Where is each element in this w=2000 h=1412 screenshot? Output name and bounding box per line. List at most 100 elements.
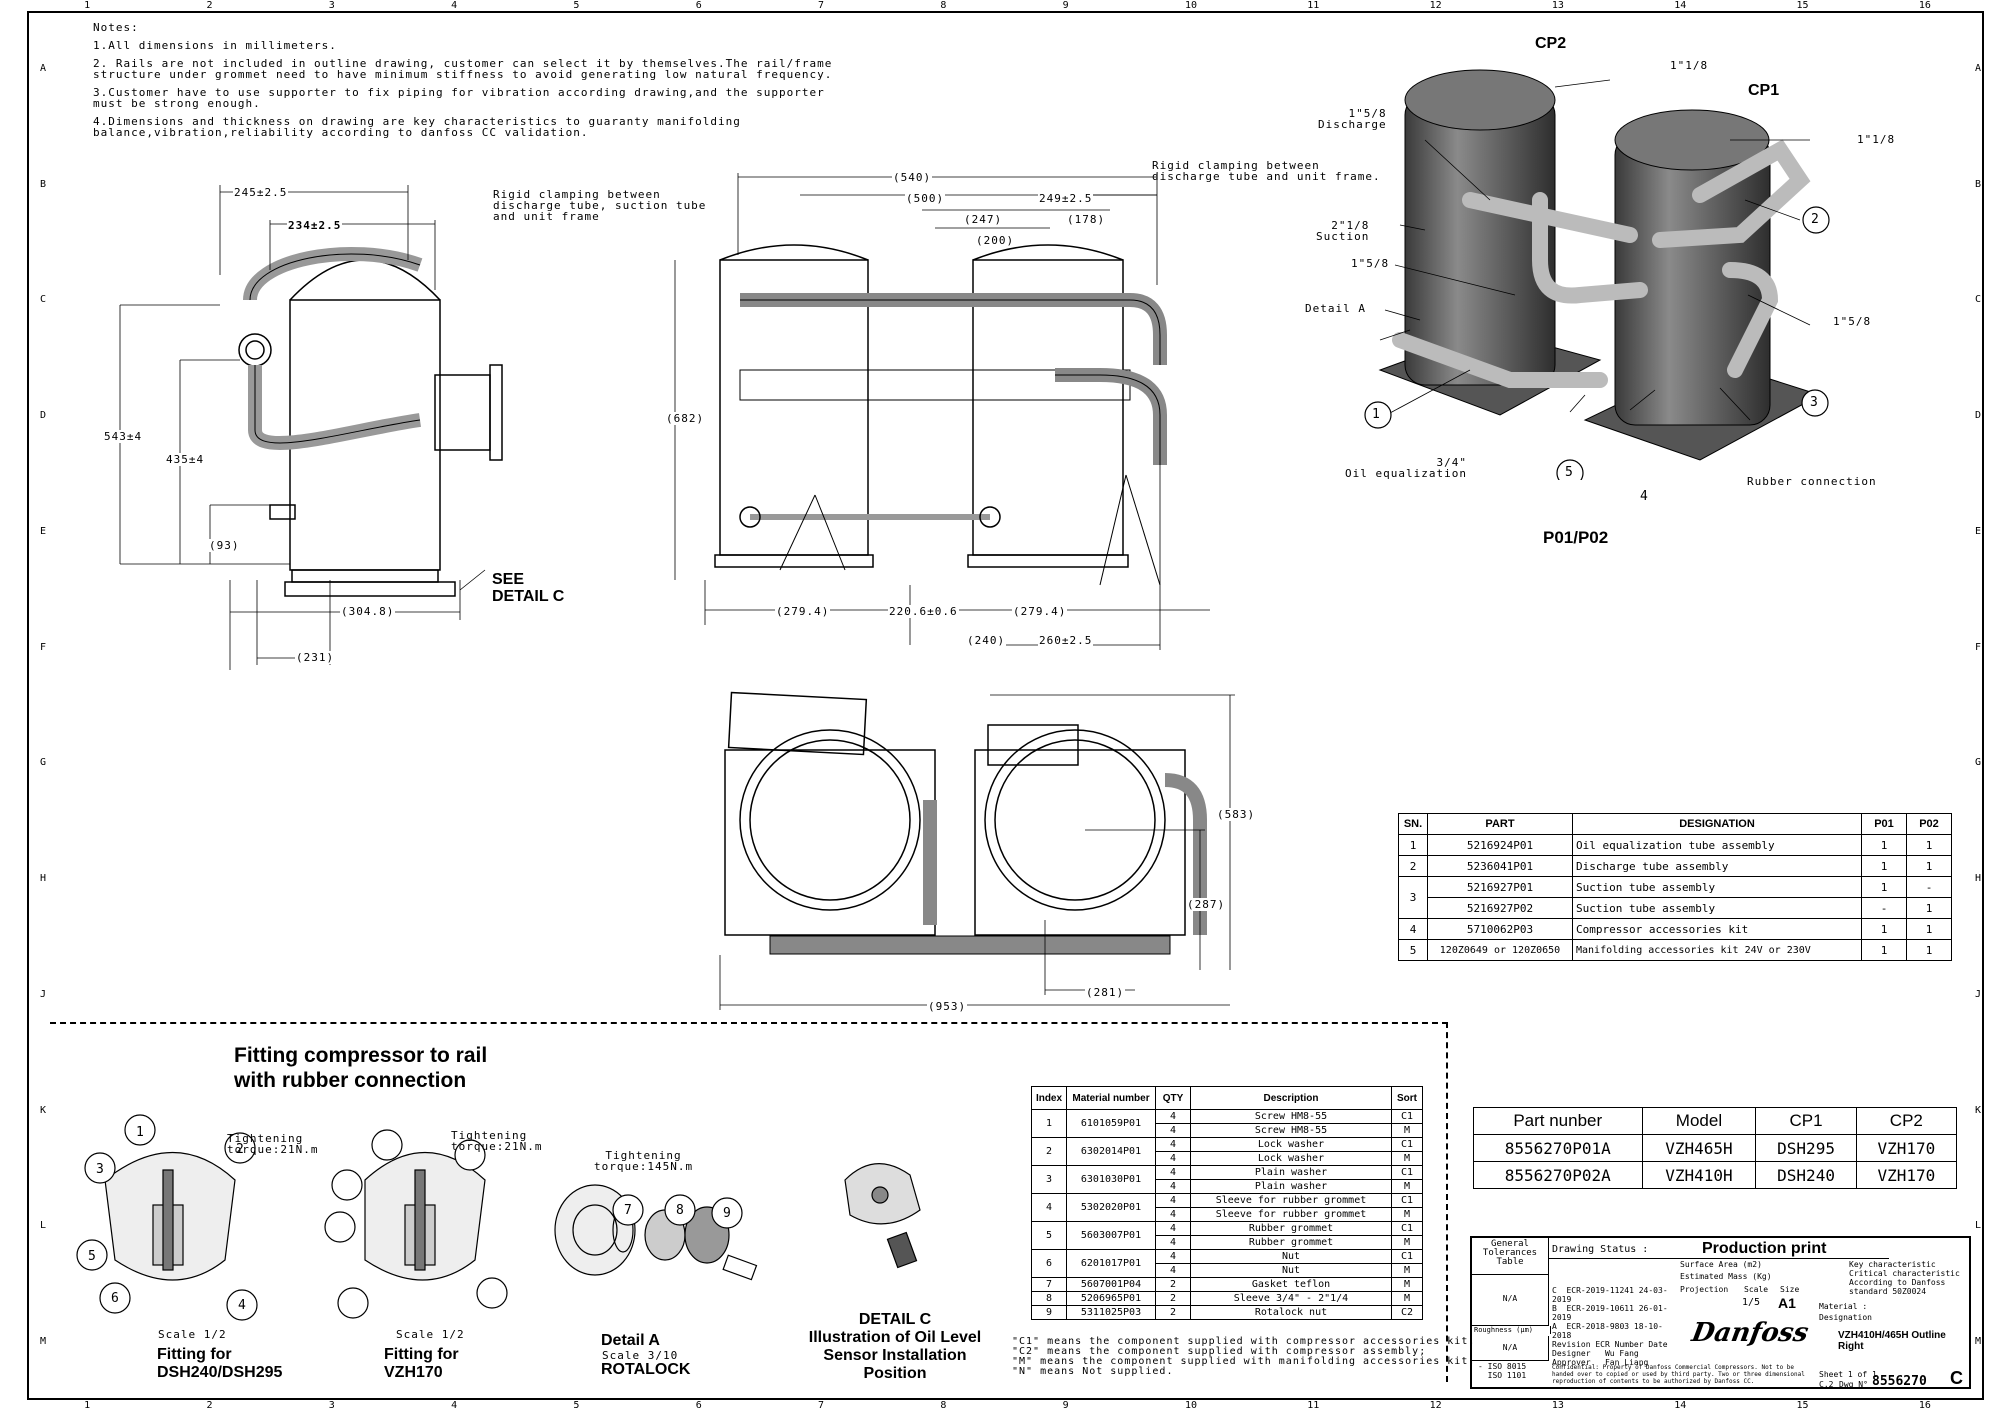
grid-col-label: 6 (695, 0, 702, 11)
parts-p02: - (1906, 876, 1952, 898)
grid-col-label: 14 (1674, 0, 1687, 11)
fitting-details-drawing (76, 1114, 758, 1321)
tb-key-char: Key characteristic Critical characterist… (1849, 1260, 1960, 1296)
tb-iso: - ISO 8015 ISO 1101 (1478, 1362, 1527, 1380)
mat-qty: 4 (1155, 1235, 1191, 1250)
tb-designer: Designer Wu Fang (1552, 1349, 1680, 1358)
parts-part: 5216924P01 (1427, 834, 1573, 856)
pn-part: 8556270P01A (1473, 1134, 1643, 1162)
grid-row-label: M (1975, 1336, 1982, 1348)
mat-sort: M (1391, 1277, 1423, 1292)
parts-designation: Oil equalization tube assembly (1572, 834, 1862, 856)
mat-index: 4 (1031, 1193, 1067, 1222)
parts-p01: 1 (1861, 918, 1907, 940)
mat-sort: M (1391, 1291, 1423, 1306)
torque-1: Tightening torque:21N.m (227, 1132, 319, 1156)
note-1: 1.All dimensions in millimeters. (93, 39, 337, 52)
tb-projection: Projection (1680, 1285, 1729, 1294)
parts-part: 5216927P01 (1427, 876, 1573, 898)
pn-th-model: Model (1641, 1107, 1757, 1135)
pn-cp1: DSH295 (1755, 1134, 1857, 1162)
parts-part: 120Z0649 or 120Z0650 (1427, 939, 1573, 961)
caption-detail-c: DETAIL C Illustration of Oil Level Senso… (808, 1311, 982, 1382)
note-4: 4.Dimensions and thickness on drawing ar… (93, 115, 749, 139)
fit-balloon-8: 8 (676, 1203, 684, 1218)
grid-col-label: 15 (1796, 1400, 1809, 1411)
grid-row-label: B (40, 178, 47, 190)
mat-description: Sleeve for rubber grommet (1190, 1207, 1392, 1222)
dim-front-8: (279.4) (775, 605, 831, 618)
mat-qty: 4 (1155, 1193, 1191, 1208)
mat-qty: 4 (1155, 1151, 1191, 1166)
mat-number: 5603007P01 (1066, 1221, 1156, 1250)
pn-th-part: Part nunber (1473, 1107, 1643, 1135)
mat-description: Lock washer (1190, 1151, 1392, 1166)
grid-col-label: 12 (1429, 1400, 1442, 1411)
grid-col-label: 9 (1062, 1400, 1069, 1411)
mat-qty: 4 (1155, 1137, 1191, 1152)
tb-line (1549, 1258, 1889, 1259)
mat-qty: 4 (1155, 1263, 1191, 1278)
parts-part: 5710062P03 (1427, 918, 1573, 940)
grid-row-label: D (40, 410, 47, 422)
mat-qty: 4 (1155, 1109, 1191, 1124)
mat-description: Rubber grommet (1190, 1235, 1392, 1250)
label-discharge: 1"5/8 Discharge (1318, 107, 1387, 131)
grid-col-label: 16 (1918, 1400, 1931, 1411)
mat-index: 5 (1031, 1221, 1067, 1250)
parts-p01: 1 (1861, 834, 1907, 856)
grid-col-label: 5 (573, 0, 580, 11)
grid-row-label: E (40, 525, 47, 537)
dim-front-7: (682) (665, 412, 706, 425)
note-3: 3.Customer have to use supporter to fix … (93, 86, 833, 110)
dim-front-2: (500) (905, 192, 946, 205)
mat-th-description: Description (1190, 1086, 1392, 1110)
designer-label: Designer (1552, 1349, 1591, 1358)
mat-sort: M (1391, 1179, 1423, 1194)
label-cp1: CP1 (1748, 82, 1780, 99)
grid-row-label: L (1975, 1220, 1982, 1232)
part-number-table: Part nunber Model CP1 CP2 8556270P01A VZ… (1473, 1107, 1958, 1189)
label-pipe-3: 1"5/8 (1351, 257, 1390, 270)
mat-description: Nut (1190, 1263, 1392, 1278)
grid-col-label: 5 (573, 1400, 580, 1411)
tb-rev-letter: C (1950, 1368, 1963, 1388)
parts-header-row: SN. PART DESIGNATION P01 P02 (1398, 813, 1952, 835)
parts-th-p01: P01 (1861, 813, 1907, 835)
parts-th-designation: DESIGNATION (1572, 813, 1862, 835)
grid-row-label: K (1975, 1104, 1982, 1116)
grid-row-label: C (1975, 294, 1982, 306)
pn-cp2: VZH170 (1855, 1134, 1958, 1162)
tb-size-label: Size (1780, 1285, 1800, 1294)
grid-col-label: 7 (818, 1400, 825, 1411)
mat-description: Rotalock nut (1190, 1305, 1392, 1320)
table-row: 1 5216924P01 Oil equalization tube assem… (1398, 834, 1952, 856)
mat-sort: M (1391, 1235, 1423, 1250)
parts-p01: - (1861, 897, 1907, 919)
iso-balloon-1: 1 (1372, 407, 1380, 422)
dim-side-3: 543±4 (103, 430, 144, 443)
tb-size: A1 (1778, 1295, 1796, 1311)
parts-designation: Compressor accessories kit (1572, 918, 1862, 940)
mat-sort: C1 (1391, 1165, 1423, 1180)
grid-row-label: G (40, 757, 47, 769)
grid-row-label: K (40, 1104, 47, 1116)
dim-top-1: (583) (1216, 808, 1257, 821)
dim-side-6: (304.8) (340, 605, 396, 618)
scale-2: Scale 1/2 (396, 1328, 465, 1341)
grid-col-label: 10 (1184, 1400, 1198, 1411)
mat-th-qty: QTY (1155, 1086, 1191, 1110)
pn-model: VZH465H (1641, 1134, 1757, 1162)
grid-col-label: 14 (1674, 1400, 1687, 1411)
mat-th-sort: Sort (1391, 1086, 1423, 1110)
grid-row-label: D (1975, 410, 1982, 422)
iso-balloon-3: 3 (1810, 395, 1818, 410)
dim-front-11: (240) (966, 634, 1007, 647)
grid-col-label: 8 (940, 0, 947, 11)
dim-side-7: (231) (295, 651, 336, 664)
grid-col-label: 11 (1307, 0, 1320, 11)
